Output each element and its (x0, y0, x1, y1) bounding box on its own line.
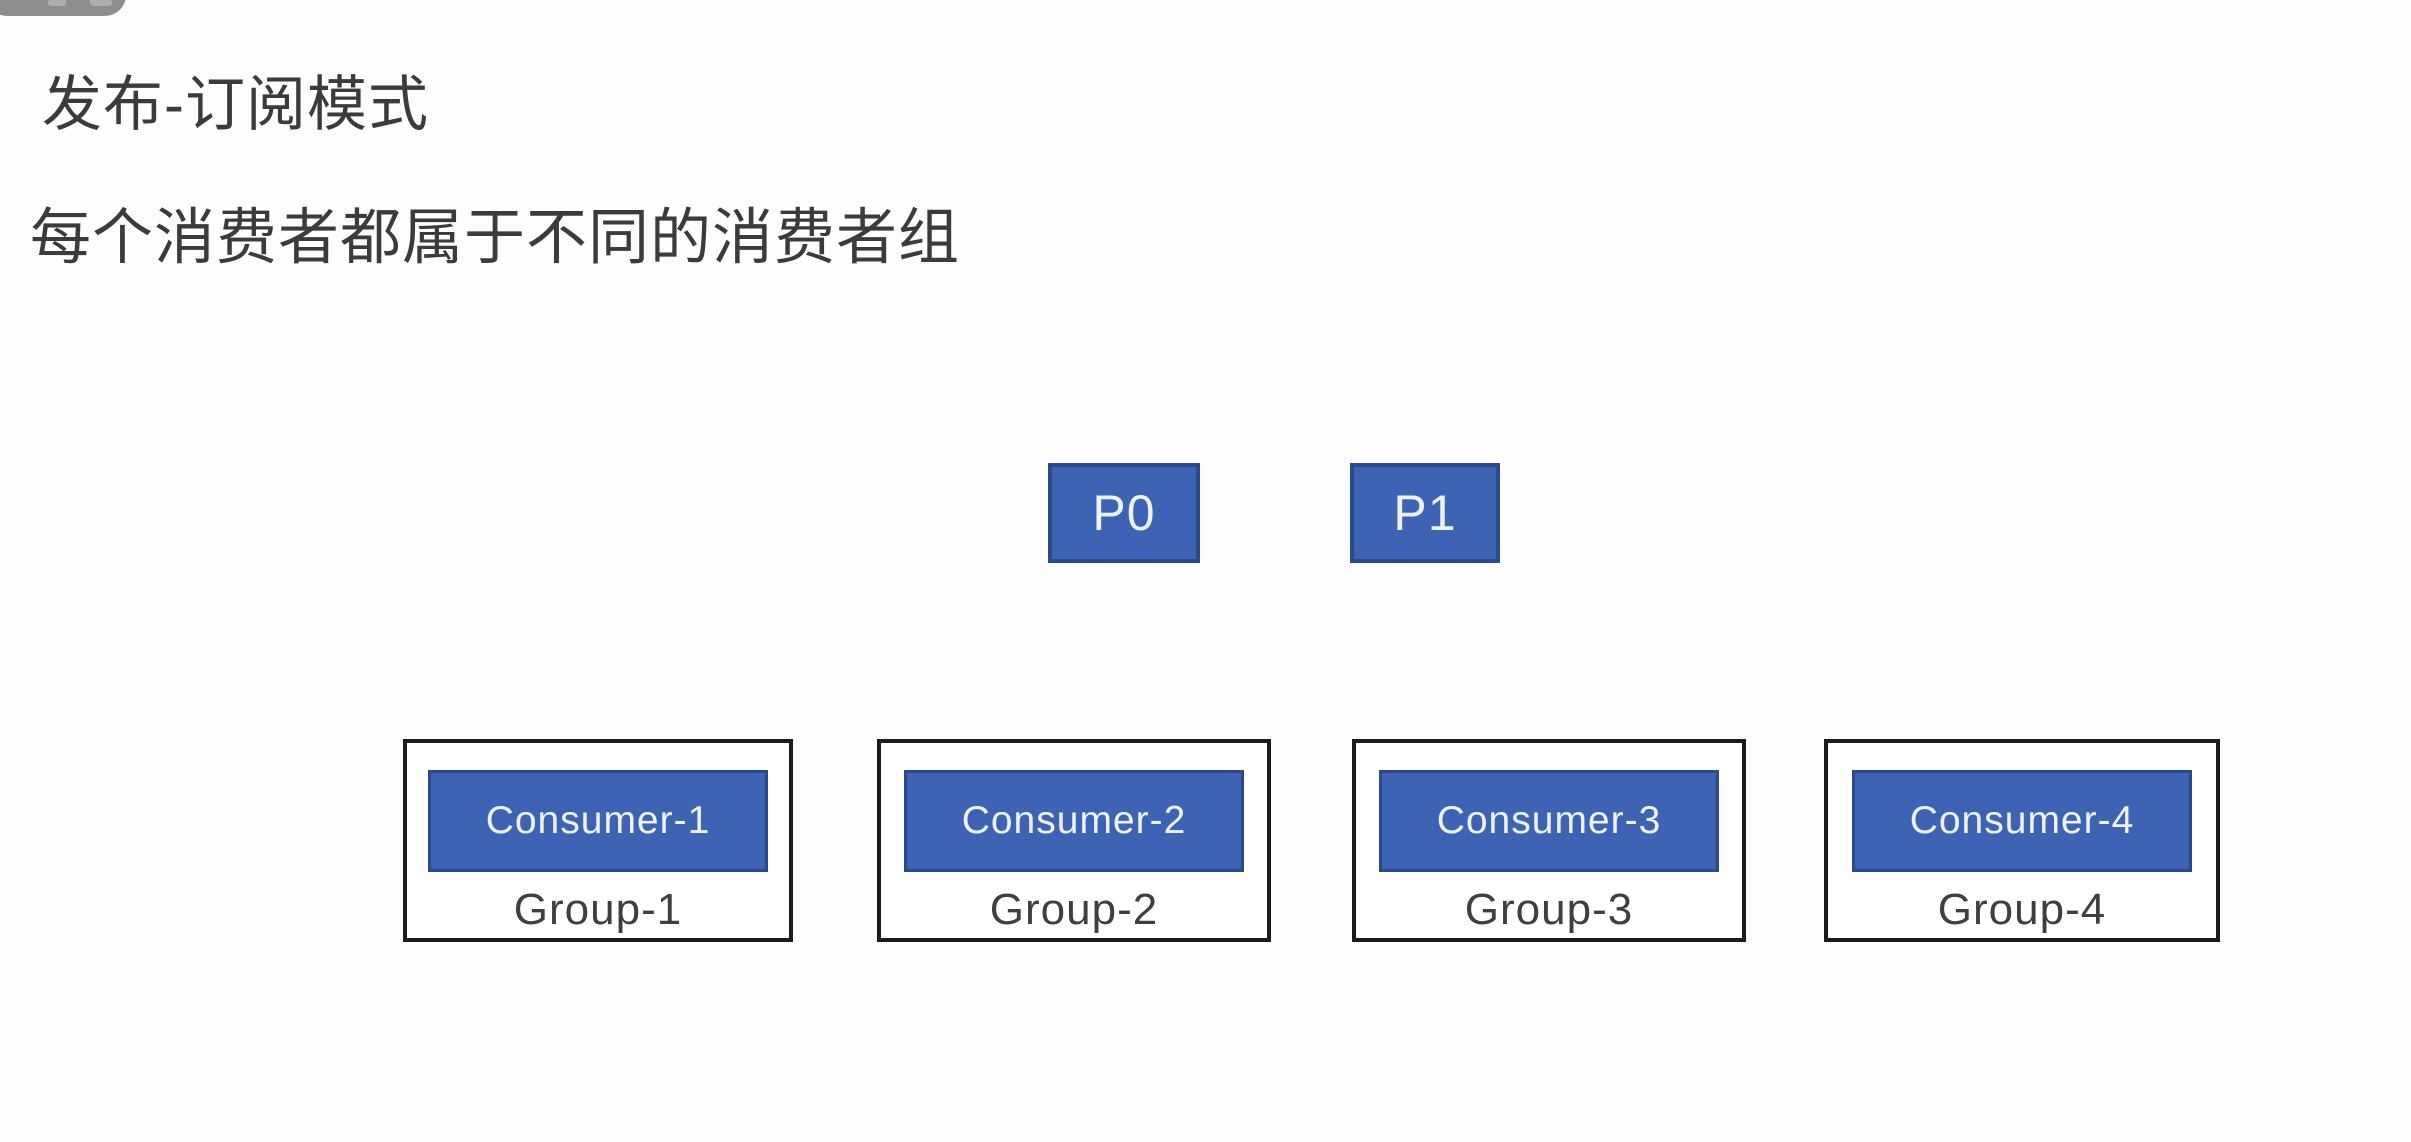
consumer-box-2: Consumer-2 (904, 770, 1244, 872)
group-label-2: Group-2 (989, 885, 1159, 934)
consumer-label: Consumer-4 (1909, 799, 2135, 842)
group-label-4: Group-4 (1937, 885, 2107, 934)
page-title: 发布-订阅模式 (42, 71, 429, 138)
consumer-box-1: Consumer-1 (428, 770, 768, 872)
watermark-glyph-icon (90, 0, 112, 6)
consumer-label: Consumer-3 (1436, 799, 1662, 842)
page-subtitle: 每个消费者都属于不同的消费者组 (30, 203, 961, 271)
consumer-group-box-1: Consumer-1 Group-1 (403, 739, 793, 942)
consumer-box-4: Consumer-4 (1852, 770, 2192, 872)
consumer-group-box-4: Consumer-4 Group-4 (1824, 739, 2220, 942)
consumer-label: Consumer-2 (961, 799, 1187, 842)
consumer-group-box-2: Consumer-2 Group-2 (877, 739, 1271, 942)
watermark-badge (0, 0, 126, 16)
consumer-label: Consumer-1 (485, 799, 711, 842)
group-label-1: Group-1 (513, 885, 683, 934)
partition-box-p0: P0 (1048, 463, 1200, 563)
group-label-3: Group-3 (1464, 885, 1634, 934)
consumer-box-3: Consumer-3 (1379, 770, 1719, 872)
partition-box-p1: P1 (1350, 463, 1500, 563)
partition-label: P1 (1393, 485, 1457, 541)
watermark-glyph-icon (48, 0, 66, 6)
partition-label: P0 (1092, 485, 1156, 541)
consumer-group-box-3: Consumer-3 Group-3 (1352, 739, 1746, 942)
